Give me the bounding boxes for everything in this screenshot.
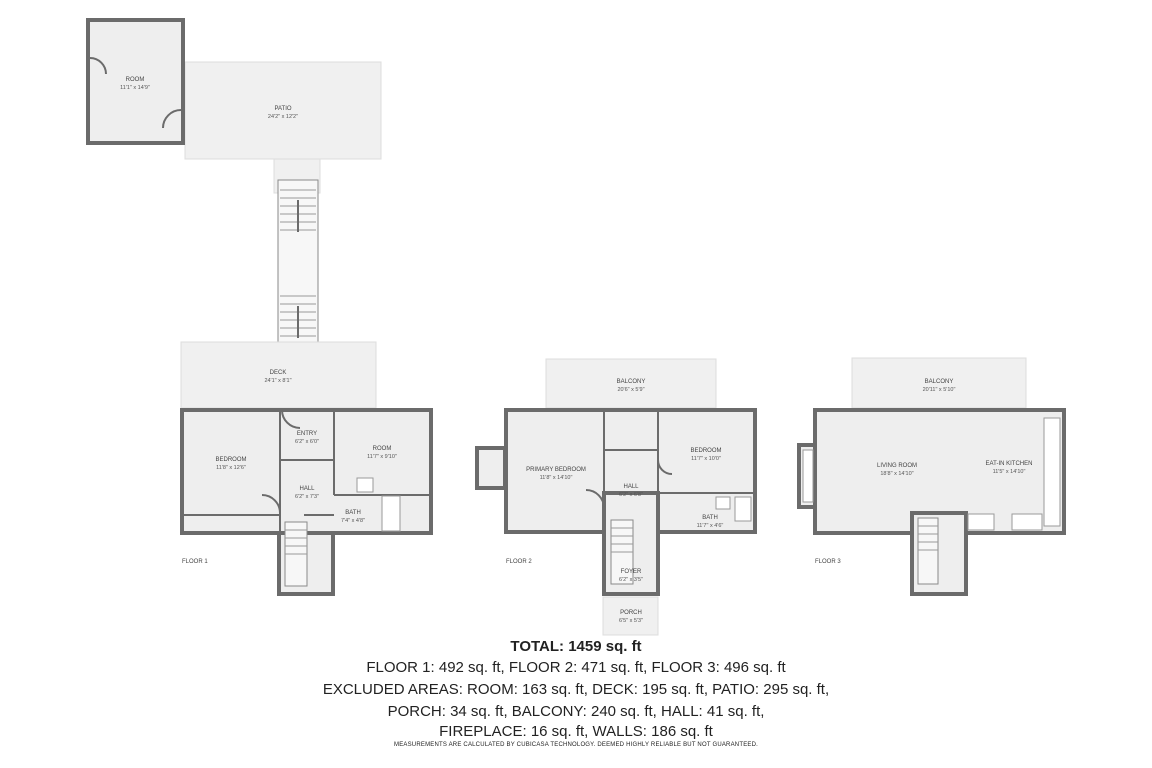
room-dimensions: 11'5" x 14'10" (993, 469, 1026, 475)
room-name: ROOM (373, 446, 392, 452)
balcony-area (545, 358, 717, 409)
room-dimensions: 18'8" x 14'10" (880, 471, 913, 477)
room-name: BEDROOM (690, 448, 721, 454)
balcony-area (851, 357, 1027, 409)
floor-label: FLOOR 3 (815, 559, 841, 565)
room-dimensions: 7'4" x 4'8" (341, 518, 365, 524)
floor-areas: FLOOR 1: 492 sq. ft, FLOOR 2: 471 sq. ft… (366, 659, 786, 676)
room-dimensions: 11'7" x 4'6" (697, 523, 724, 529)
disclaimer: MEASUREMENTS ARE CALCULATED BY CUBICASA … (394, 742, 758, 748)
floor-3-plan (797, 408, 1066, 596)
patio-area (184, 61, 382, 160)
deck-dimensions: 24'1" x 8'1" (264, 378, 291, 384)
porch-area (602, 596, 659, 636)
excluded-areas-line-1: EXCLUDED AREAS: ROOM: 163 sq. ft, DECK: … (322, 681, 830, 698)
room-dimensions: 11'8" x 12'6" (216, 465, 246, 471)
floor-label: FLOOR 2 (506, 559, 532, 565)
room-name: FOYER (621, 569, 642, 575)
room-dimensions: 11'7" x 10'0" (691, 456, 721, 462)
room-name: HALL (299, 486, 315, 492)
floor-1-plan (180, 408, 433, 596)
door-arc (89, 57, 107, 75)
room-dimensions: 11'1" x 14'9" (120, 85, 150, 91)
deck-name: DECK (270, 370, 287, 376)
porch-name: PORCH (620, 610, 642, 616)
room-name: ENTRY (297, 431, 317, 437)
exterior-staircase (277, 179, 319, 343)
excluded-areas-line-2: PORCH: 34 sq. ft, BALCONY: 240 sq. ft, H… (387, 703, 765, 720)
room-dimensions: 6'2" x 7'3" (295, 494, 319, 500)
patio-dimensions: 24'2" x 12'2" (268, 114, 298, 120)
balcony-dimensions: 20'6" x 5'9" (617, 387, 644, 393)
room-name: ROOM (126, 77, 145, 83)
room-name: EAT-IN KITCHEN (986, 461, 1033, 467)
room-name: HALL (623, 484, 639, 490)
room-name: BEDROOM (215, 457, 246, 463)
room-name: PRIMARY BEDROOM (526, 467, 586, 473)
balcony-dimensions: 20'11" x 5'10" (923, 387, 956, 393)
total-area: TOTAL: 1459 sq. ft (510, 638, 642, 655)
room-dimensions: 11'8" x 14'10" (540, 475, 573, 481)
floor-label: FLOOR 1 (182, 559, 208, 565)
room-name: BATH (345, 510, 361, 516)
room-name: BATH (702, 515, 718, 521)
detached-room (86, 18, 185, 145)
balcony-name: BALCONY (925, 379, 954, 385)
porch-dimensions: 6'5" x 5'3" (619, 618, 643, 624)
floor-2-plan (475, 408, 757, 596)
door-arc (162, 109, 182, 129)
patio-name: PATIO (274, 106, 291, 112)
room-dimensions: 6'2" x 6'0" (295, 439, 319, 445)
room-name: LIVING ROOM (877, 463, 917, 469)
room-dimensions: 11'7" x 9'10" (367, 454, 397, 460)
balcony-name: BALCONY (617, 379, 646, 385)
room-dimensions: 6'2" x 3'5" (619, 577, 643, 583)
room-dimensions: 6'2" x 6'8" (619, 492, 643, 498)
excluded-areas-line-3: FIREPLACE: 16 sq. ft, WALLS: 186 sq. ft (439, 723, 713, 740)
